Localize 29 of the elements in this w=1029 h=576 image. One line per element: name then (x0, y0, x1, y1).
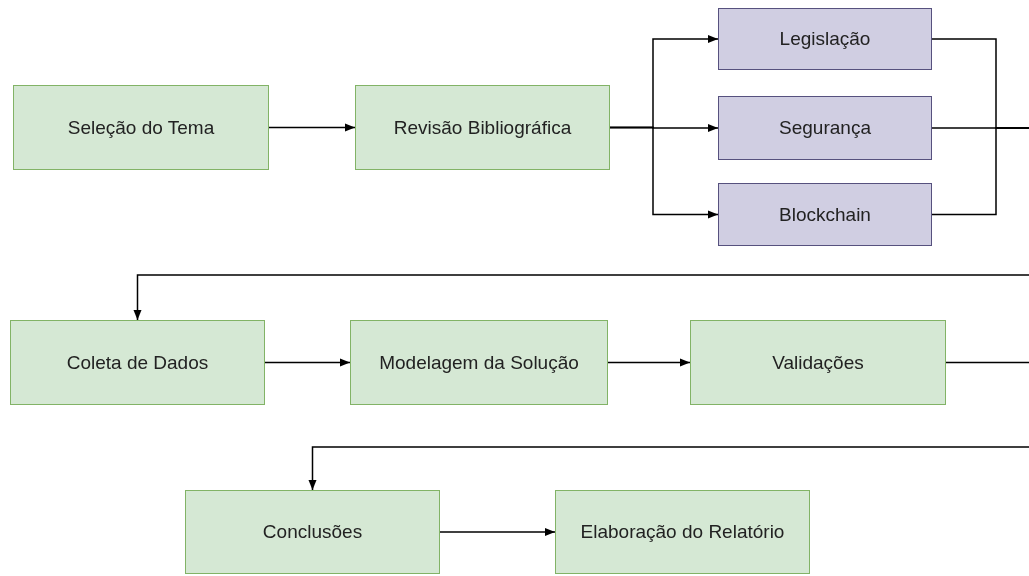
arrow (264, 358, 351, 367)
arrow (439, 527, 556, 537)
box-label: Elaboração do Relatório (580, 520, 785, 544)
box-label: Validações (772, 350, 864, 375)
box-label: Coleta de Dados (66, 350, 209, 375)
box-label: Revisão Bibliográfica (393, 115, 572, 140)
arrow (607, 358, 691, 367)
box-label: Modelagem da Solução (379, 350, 579, 375)
process-box (13, 85, 269, 170)
process-box (555, 490, 810, 574)
process-box (690, 320, 946, 405)
process-box (10, 320, 265, 405)
box-label: Segurança (779, 116, 871, 140)
box-label: Legislação (779, 27, 871, 51)
arrow (268, 123, 356, 132)
arrow (133, 274, 1029, 321)
process-box (718, 96, 932, 160)
box-label: Blockchain (779, 202, 871, 227)
process-box (355, 85, 610, 170)
arrow (308, 446, 1029, 491)
process-box (718, 8, 932, 70)
box-label: Seleção do Tema (67, 115, 215, 140)
process-box (718, 183, 932, 246)
connector-line (945, 361, 1029, 364)
connector-line (931, 127, 1029, 216)
process-box (185, 490, 440, 574)
box-label: Conclusões (262, 520, 363, 544)
process-box (350, 320, 608, 405)
arrow (609, 126, 719, 219)
